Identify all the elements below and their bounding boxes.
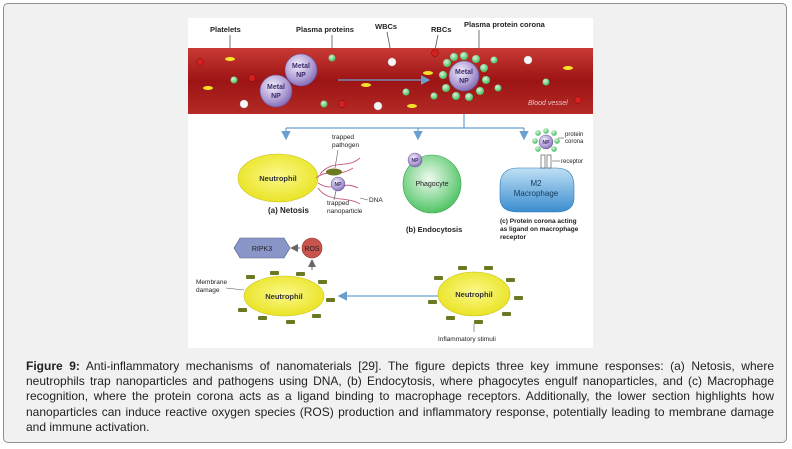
svg-text:NP: NP (459, 78, 469, 85)
plasma-protein-icon (230, 76, 238, 84)
label-receptor: receptor (561, 159, 583, 165)
svg-text:NP: NP (412, 158, 420, 164)
ros-circle (301, 237, 323, 259)
rbc-icon (431, 49, 439, 57)
pointer-rbcs (434, 34, 439, 51)
svg-text:NP: NP (335, 182, 343, 188)
label-trapped-pathogen-2: pathogen (332, 142, 359, 149)
platelet-icon (423, 71, 433, 75)
label-trapped-np-2: nanoparticle (327, 208, 363, 215)
diagram-canvas: Platelets Plasma proteins WBCs RBCs Plas… (188, 20, 593, 343)
blood-cells (196, 49, 582, 111)
platelet-icon (407, 104, 417, 108)
platelet-icon (361, 83, 371, 87)
svg-text:NP: NP (296, 72, 306, 79)
figure-diagram: Platelets Plasma proteins WBCs RBCs Plas… (188, 18, 593, 348)
corona-np-icon (538, 134, 554, 150)
protein-corona-np: Metal NP (430, 52, 502, 101)
label-platelets: Platelets (210, 25, 241, 34)
caption-label: Figure 9: (26, 359, 80, 373)
endocytosis-panel: Phagocyte NP (b) Endocytosis (402, 152, 462, 234)
rbc-icon (196, 58, 204, 66)
phagocyte-cell (402, 154, 462, 214)
macrophage-panel: M2 Macrophage NP protein corona receptor… (499, 128, 584, 241)
svg-text:Metal: Metal (292, 63, 310, 70)
platelet-icon (563, 66, 573, 70)
label-phagocyte: Phagocyte (415, 181, 448, 188)
metal-np-small: Metal NP (259, 74, 293, 108)
neutrophil-stimulated-cell (437, 271, 511, 317)
label-netosis: (a) Netosis (268, 206, 309, 215)
macrophage-cell (499, 167, 575, 213)
trapped-np-icon (330, 176, 346, 192)
plasma-protein-icon (402, 88, 410, 96)
ripk3-box (233, 237, 291, 259)
label-macrophage-caption-1: (c) Protein corona acting (500, 218, 577, 225)
label-m2: M2 (530, 179, 542, 188)
label-neutrophil-2: Neutrophil (265, 292, 303, 301)
wbc-icon (373, 101, 383, 111)
label-ripk3: RIPK3 (252, 246, 272, 253)
plasma-protein-icon (320, 100, 328, 108)
label-endocytosis: (b) Endocytosis (406, 225, 462, 234)
label-protein-corona-2: corona (565, 139, 584, 145)
platelet-icon (203, 86, 213, 90)
rbc-icon (338, 100, 346, 108)
wbc-icon (239, 99, 249, 109)
svg-text:Metal: Metal (455, 69, 473, 76)
neutrophil-damaged-cell (243, 275, 325, 317)
label-membrane-damage-1: Membrane (196, 279, 227, 286)
platelet-icon (225, 57, 235, 61)
plasma-protein-icon (328, 54, 336, 62)
label-trapped-np-1: trapped (327, 200, 349, 207)
svg-text:NP: NP (543, 140, 551, 146)
trapped-pathogen (326, 168, 342, 176)
svg-text:NP: NP (271, 93, 281, 100)
label-trapped-pathogen-1: trapped (332, 134, 354, 141)
label-ros: ROS (304, 246, 320, 253)
label-plasma-proteins: Plasma proteins (296, 25, 354, 34)
branch-arrows (281, 114, 529, 141)
label-dna: DNA (369, 197, 383, 204)
rbc-icon (574, 96, 582, 104)
label-rbcs: RBCs (431, 25, 451, 34)
rbc-icon (248, 74, 256, 82)
netosis-panel: Neutrophil NP trapped pathogen DNA trapp… (237, 134, 383, 215)
metal-np-large: Metal NP (284, 53, 318, 87)
wbc-icon (523, 55, 533, 65)
figure-panel: Platelets Plasma proteins WBCs RBCs Plas… (3, 3, 787, 443)
label-plasma-protein-corona: Plasma protein corona (464, 20, 546, 29)
figure-caption: Figure 9: Anti-inflammatory mechanisms o… (26, 359, 774, 435)
label-inflammatory-stimuli: Inflammatory stimuli (438, 336, 496, 343)
label-wbcs: WBCs (375, 22, 397, 31)
label-protein-corona-1: protein (565, 132, 583, 138)
wbc-icon (387, 57, 397, 67)
inflammation-panel: RIPK3 ROS Neutrophil Membrane damage (196, 237, 523, 343)
label-blood-vessel: Blood vessel (528, 100, 568, 107)
receptor-icon (540, 154, 546, 169)
endocytosed-np-icon (407, 152, 423, 168)
label-membrane-damage-2: damage (196, 287, 220, 294)
label-macrophage-caption-3: receptor (500, 234, 526, 241)
label-neutrophil-3: Neutrophil (455, 290, 493, 299)
neutrophil-cell (237, 153, 319, 203)
svg-text:Metal: Metal (267, 84, 285, 91)
plasma-protein-icon (542, 78, 550, 86)
label-macrophage-caption-2: as ligand on macrophage (500, 226, 579, 233)
caption-text: Anti-inflammatory mechanisms of nanomate… (26, 359, 774, 434)
label-macrophage: Macrophage (514, 189, 559, 198)
label-neutrophil: Neutrophil (259, 174, 297, 183)
